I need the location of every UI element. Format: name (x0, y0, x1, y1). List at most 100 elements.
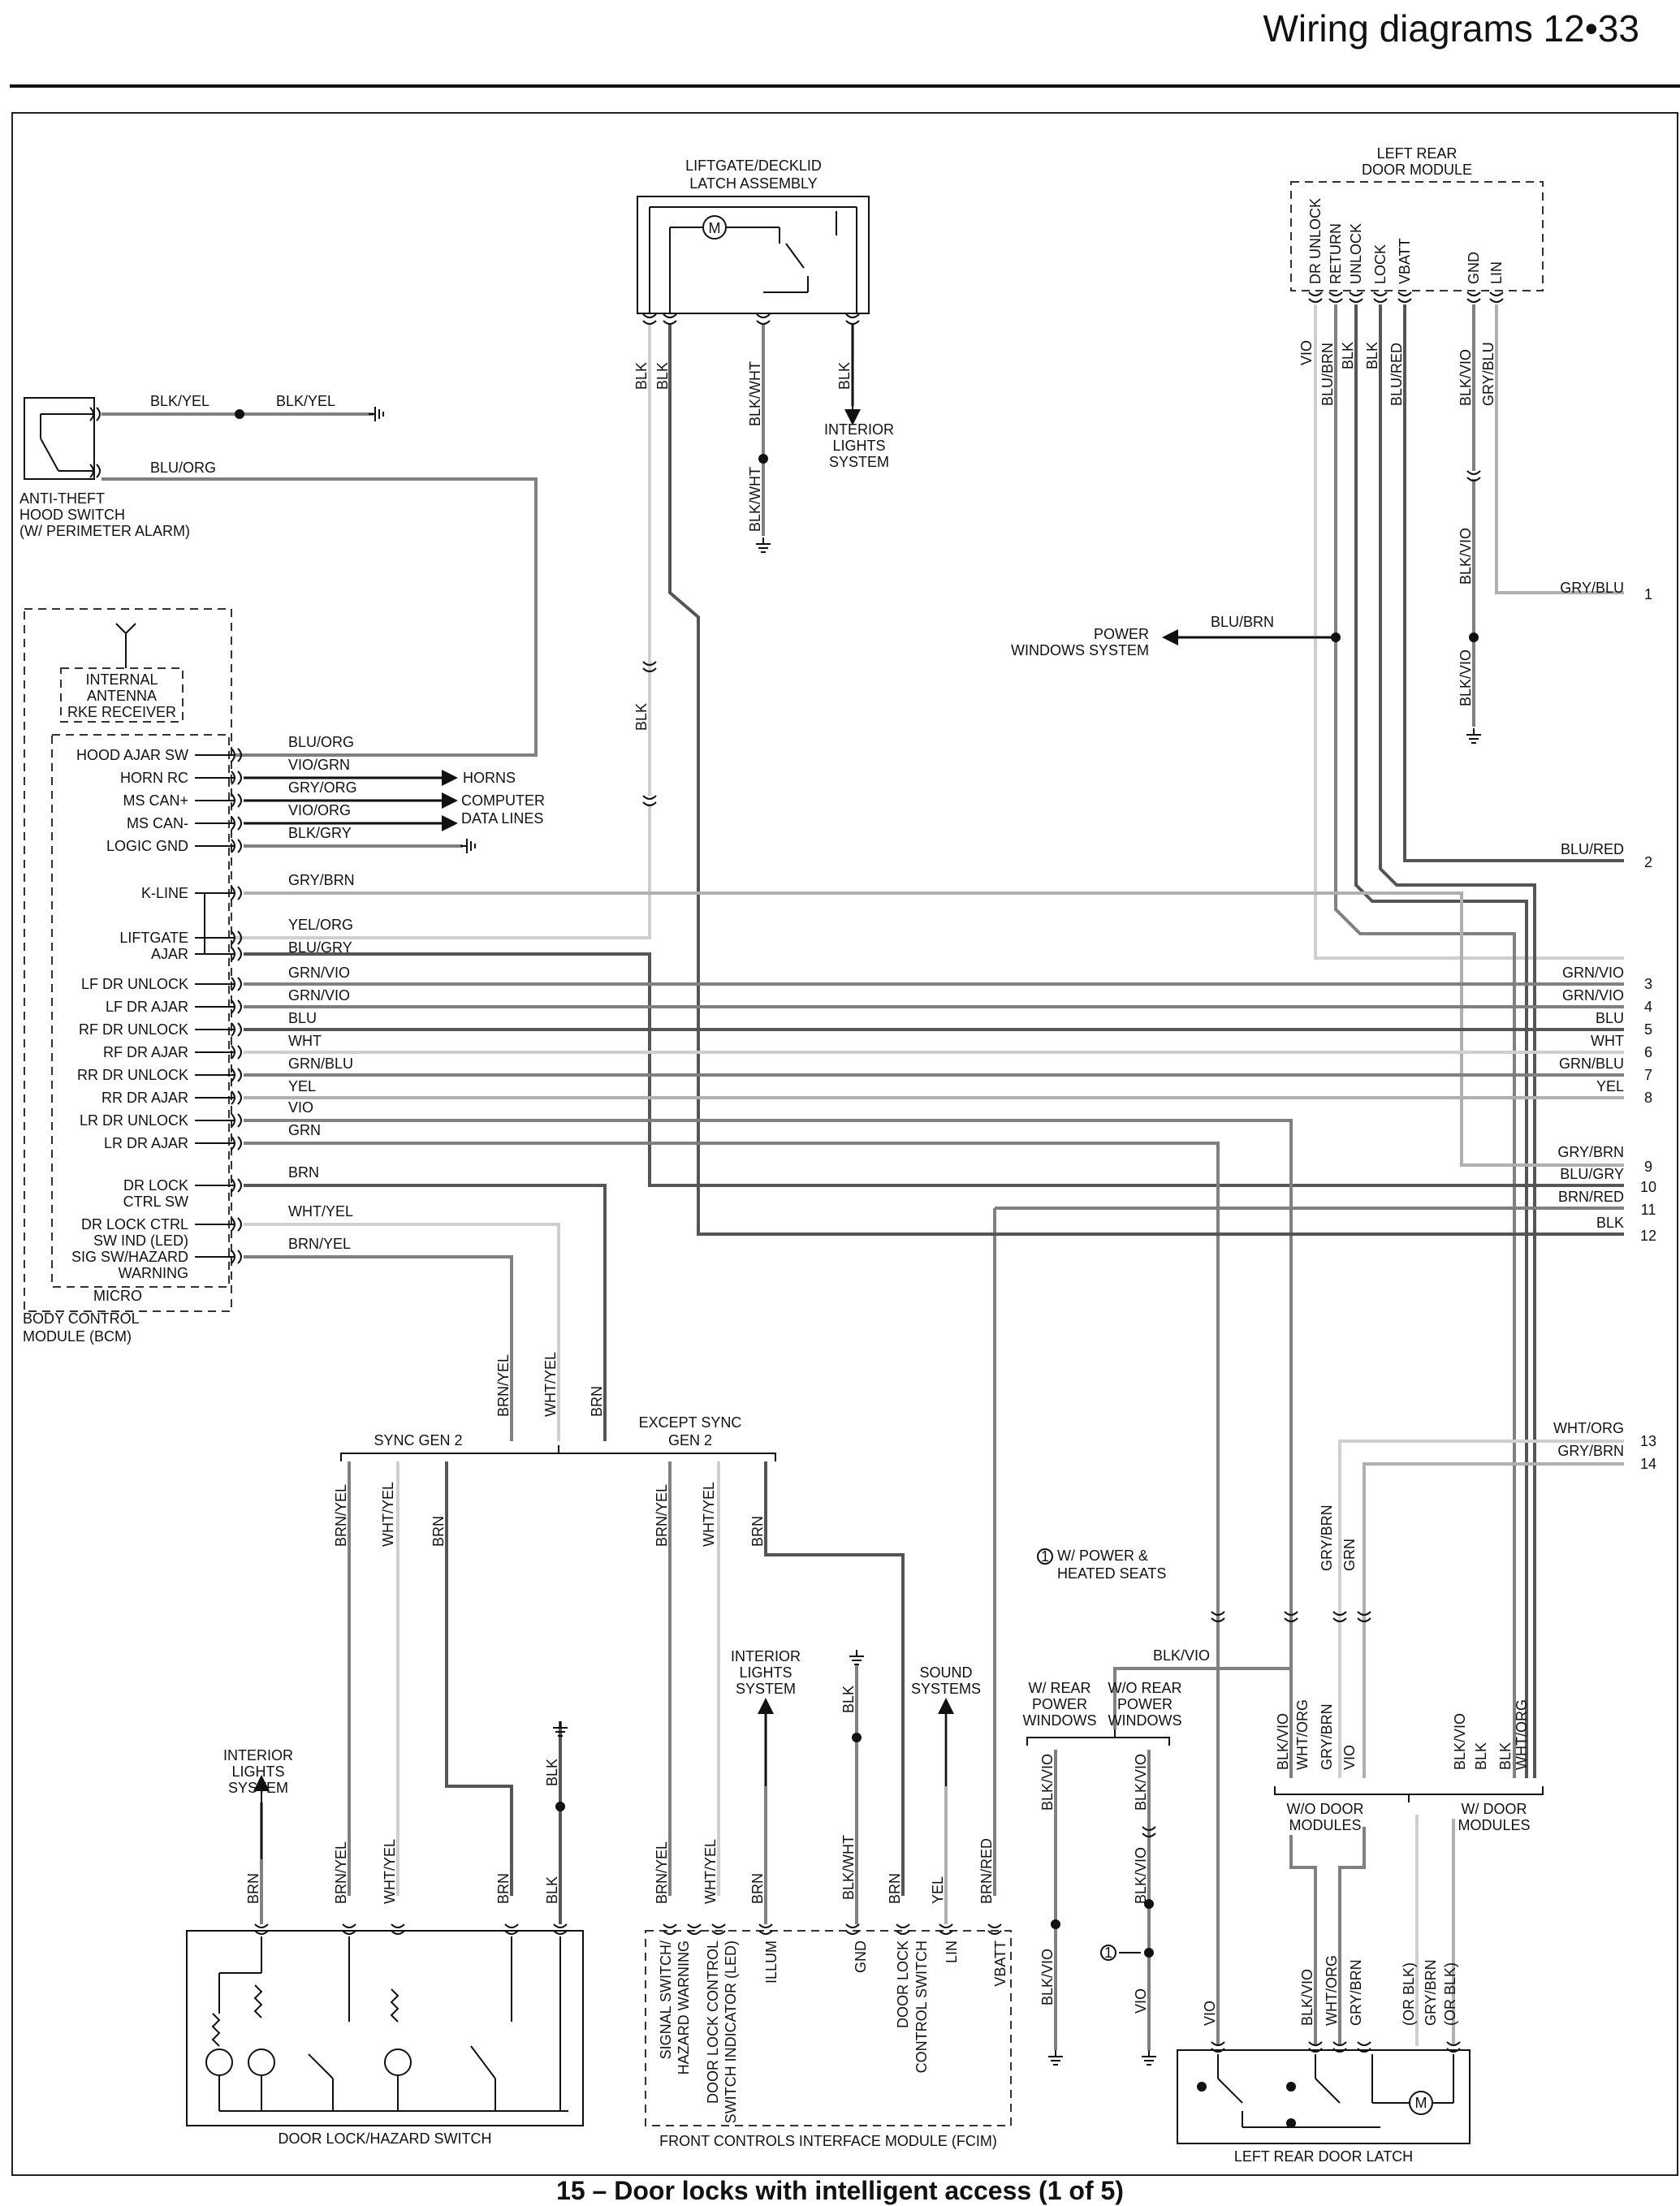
wire-label: BLK/VIO (1275, 1713, 1291, 1770)
wire-label: WHT/YEL (382, 1839, 398, 1904)
lr-module-pin: RETURN (1328, 223, 1344, 284)
note-marker-label: 1 (1104, 1945, 1112, 1961)
ground-icon (460, 839, 476, 853)
connector-number: 10 (1640, 1179, 1656, 1195)
ground-icon (849, 1650, 864, 1665)
wire-label: BRN (495, 1873, 512, 1904)
splice-dot (1051, 1919, 1060, 1929)
bcm-pin-label: RR DR UNLOCK (77, 1067, 188, 1083)
wire-label: YEL (930, 1876, 946, 1904)
wire-label: BLK/VIO (1458, 650, 1474, 706)
wire-blk-vio-rpw (1113, 1667, 1293, 1778)
wire-label: BRN/YEL (654, 1484, 670, 1547)
bcm-pin-label: LF DR AJAR (106, 999, 188, 1015)
power-windows-label: POWER (1094, 626, 1149, 642)
note-label: HEATED SEATS (1057, 1565, 1166, 1582)
wire-label: GRN/VIO (288, 987, 350, 1004)
wire-label: BRN (589, 1386, 605, 1417)
wire-label: GRY/ORG (288, 779, 357, 796)
wire-label: WHT/YEL (702, 1839, 719, 1904)
connector-icon (1466, 291, 1481, 303)
connector-icon (231, 886, 242, 900)
interior-lights-label: LIGHTS (739, 1664, 792, 1681)
wire-label: BLU/RED (1561, 841, 1624, 857)
wire-label: BLU (1596, 1010, 1624, 1026)
connector-icon (231, 1250, 242, 1264)
wire-layer (101, 304, 1624, 2050)
connector-icon (756, 313, 771, 325)
ground-icon (1048, 2050, 1063, 2066)
lr-module-label: LEFT REAR (1377, 145, 1458, 162)
antenna-label: INTERNAL (85, 671, 158, 688)
wire-label: WHT/ORG (1294, 1699, 1311, 1770)
switch-blade (40, 438, 59, 472)
rear-pw-label: WINDOWS (1023, 1712, 1097, 1729)
wire-label: BLK (654, 362, 671, 390)
fcim-label: FRONT CONTROLS INTERFACE MODULE (FCIM) (659, 2133, 997, 2149)
connector-icon (231, 816, 242, 831)
connector-icon (231, 999, 242, 1014)
wire-label: VIO/GRN (288, 757, 350, 773)
wire-label: BLK/VIO (1458, 528, 1474, 585)
fcim-pin-label: CONTROL SWITCH (913, 1941, 930, 2073)
anti-theft-label: ANTI-THEFT (19, 490, 105, 507)
wire-label: BRN/YEL (495, 1354, 512, 1417)
splice-dot (1331, 632, 1341, 642)
wire-label: BLK/WHT (747, 467, 763, 532)
wire-label: BLK (633, 362, 650, 390)
wire-label: YEL (1596, 1078, 1624, 1094)
interior-lights-label: LIGHTS (231, 1764, 284, 1780)
module-bracket (1274, 1786, 1544, 1802)
page-header: Wiring diagrams 12•33 (0, 0, 1680, 89)
connector-icon (504, 1923, 519, 1935)
wire-label: WHT (1591, 1033, 1624, 1049)
wire-label: BLK/VIO (1039, 1949, 1056, 2005)
wire-label: BLK/VIO (1452, 1713, 1468, 1770)
splice-dot (1197, 2082, 1207, 2092)
connector-icon (1357, 1611, 1371, 1622)
wire-label: BLU/RED (1388, 343, 1405, 406)
wire-label: BLK/VIO (1299, 1969, 1315, 2026)
wire-label: BRN (887, 1873, 903, 1904)
splice-dot (852, 1733, 862, 1742)
note-marker-label: 1 (1041, 1548, 1049, 1565)
no-rear-pw-label: POWER (1117, 1696, 1173, 1712)
wire-blk-lr2 (1379, 304, 1536, 1778)
lr-module-label: DOOR MODULE (1362, 162, 1472, 178)
wire-wht-org (1338, 1440, 1624, 1778)
wire-label: BRN (430, 1516, 447, 1547)
ground-icon (756, 537, 771, 553)
splice-dot (1144, 1948, 1154, 1958)
wire-label: BLK (840, 1686, 857, 1713)
line (470, 2045, 496, 2079)
wire-label: BLU (288, 1010, 317, 1026)
connector-icon (642, 313, 657, 325)
connector-icon (231, 748, 242, 762)
wire-sync-brn (445, 1461, 513, 1896)
connector-icon (896, 1923, 910, 1935)
interior-lights-label: INTERIOR (731, 1648, 801, 1664)
note-marker-icon (1100, 1945, 1116, 1961)
wire-label: BLU/ORG (150, 460, 216, 476)
component-layer (24, 181, 1544, 2144)
wire-blk-lr1 (1354, 304, 1528, 1778)
connector-icon (642, 661, 657, 672)
wire-label: BRN/YEL (288, 1236, 351, 1252)
connector-icon (231, 947, 242, 961)
antenna-box (60, 667, 184, 723)
fcim-pin-label: HAZARD WARNING (676, 1941, 692, 2074)
led-icon (205, 2048, 233, 2076)
wire-blkvio-latch (1338, 1827, 1366, 2046)
wo-door-modules-label: MODULES (1289, 1817, 1361, 1833)
bcm-label: MODULE (BCM) (23, 1328, 132, 1345)
lr-module-pin: GND (1466, 252, 1482, 284)
connector-icon (1446, 2041, 1461, 2053)
liftgate-label: LATCH ASSEMBLY (689, 175, 817, 192)
connector-icon (231, 1022, 242, 1037)
connector-icon (231, 930, 242, 945)
wire-label: BLK/YEL (276, 393, 335, 409)
connector-icon (231, 1090, 242, 1105)
wire-label: BRN/YEL (333, 1484, 349, 1547)
connector-icon (231, 1068, 242, 1082)
